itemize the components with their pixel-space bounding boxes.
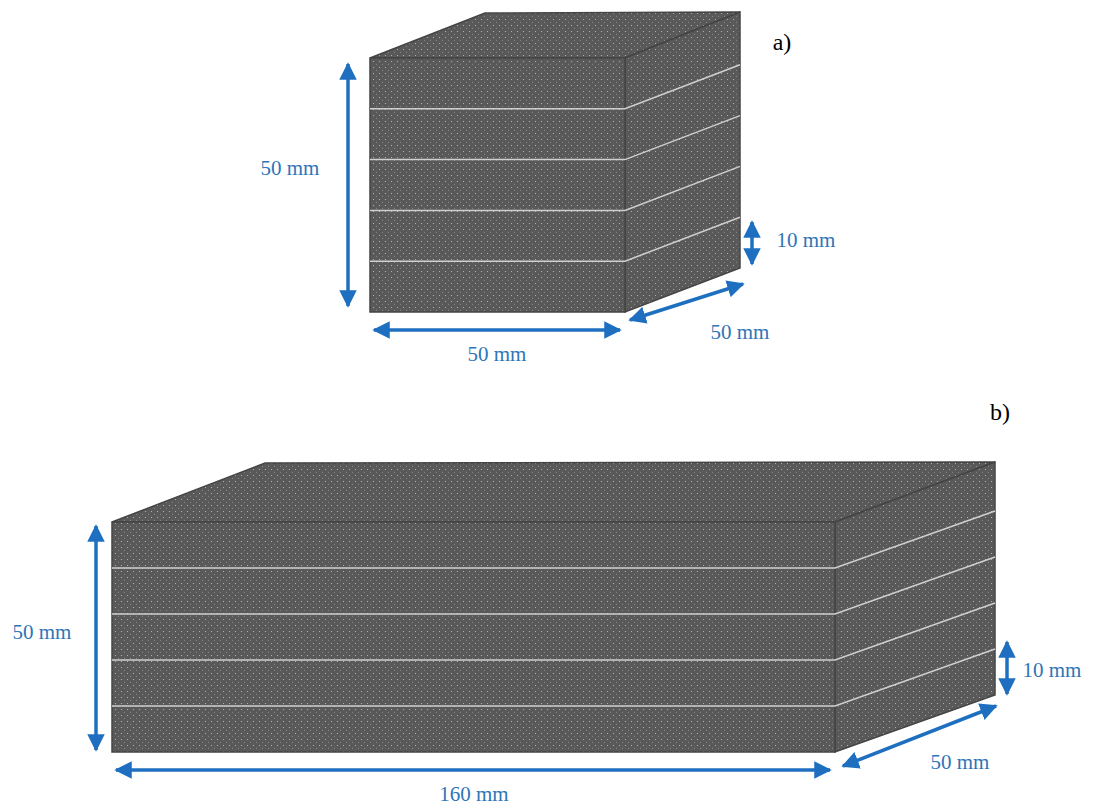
dimension-label: 50 mm bbox=[13, 622, 72, 643]
prism-specimen bbox=[112, 462, 995, 752]
layer-line bbox=[370, 116, 740, 160]
layer-line bbox=[370, 65, 740, 109]
panel-tag: b) bbox=[990, 400, 1010, 424]
dimension-label: 160 mm bbox=[439, 783, 508, 804]
layer-line bbox=[112, 511, 995, 568]
dimension-label: 50 mm bbox=[711, 322, 770, 343]
dimension-label: 10 mm bbox=[777, 230, 836, 251]
dimension-arrows bbox=[96, 64, 1007, 770]
dimension-label: 10 mm bbox=[1023, 660, 1082, 681]
layer-line bbox=[112, 649, 995, 706]
cube-specimen bbox=[370, 12, 740, 312]
layer-line bbox=[112, 557, 995, 614]
layer-line bbox=[370, 217, 740, 261]
dimension-label: 50 mm bbox=[468, 344, 527, 365]
layer-line bbox=[370, 166, 740, 210]
dimension-label: 50 mm bbox=[261, 158, 320, 179]
panel-tag: a) bbox=[773, 30, 792, 54]
dimension-label: 50 mm bbox=[931, 752, 990, 773]
layer-line bbox=[112, 603, 995, 660]
